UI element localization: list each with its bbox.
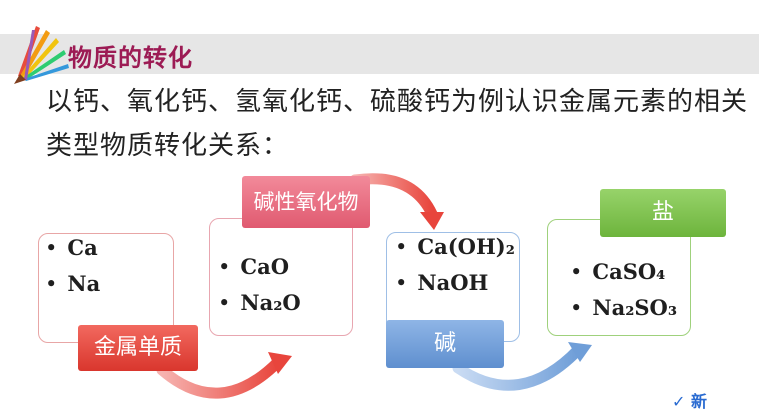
metal-element-label: 金属单质 xyxy=(78,325,198,371)
metal-item: •Ca xyxy=(45,235,98,260)
basic-oxide-label: 碱性氧化物 xyxy=(242,176,370,228)
corner-logo: ✓ 新 xyxy=(672,392,707,411)
base-label: 碱 xyxy=(386,320,504,368)
arrow-base-to-salt-head xyxy=(568,342,592,362)
salt-label: 盐 xyxy=(600,189,726,237)
oxide-item: •CaO xyxy=(218,254,290,279)
metal-item: •Na xyxy=(45,271,101,296)
intro-line-2: 类型物质转化关系： xyxy=(46,131,290,161)
base-item: •NaOH xyxy=(395,270,489,295)
oxide-item: •Na₂O xyxy=(218,290,301,315)
salt-box: •CaSO₄ •Na₂SO₃ xyxy=(547,219,691,336)
base-item: •Ca(OH)₂ xyxy=(395,234,515,259)
intro-line-1: 以钙、氧化钙、氢氧化钙、硫酸钙为例认识金属元素的相关 xyxy=(46,87,749,117)
salt-item: •Na₂SO₃ xyxy=(570,295,678,320)
basic-oxide-box: •CaO •Na₂O xyxy=(209,218,353,336)
salt-item: •CaSO₄ xyxy=(570,259,666,284)
arrow-oxide-to-base-head xyxy=(420,212,444,230)
arrow-metal-to-oxide-head xyxy=(268,352,292,374)
pencil-fan-logo-icon xyxy=(14,26,69,84)
page-title: 物质的转化 xyxy=(68,44,193,72)
intro-text: 以钙、氧化钙、氢氧化钙、硫酸钙为例认识金属元素的相关 类型物质转化关系： xyxy=(46,80,749,168)
title-bar xyxy=(0,34,759,74)
metal-element-box: •Ca •Na xyxy=(38,233,174,343)
